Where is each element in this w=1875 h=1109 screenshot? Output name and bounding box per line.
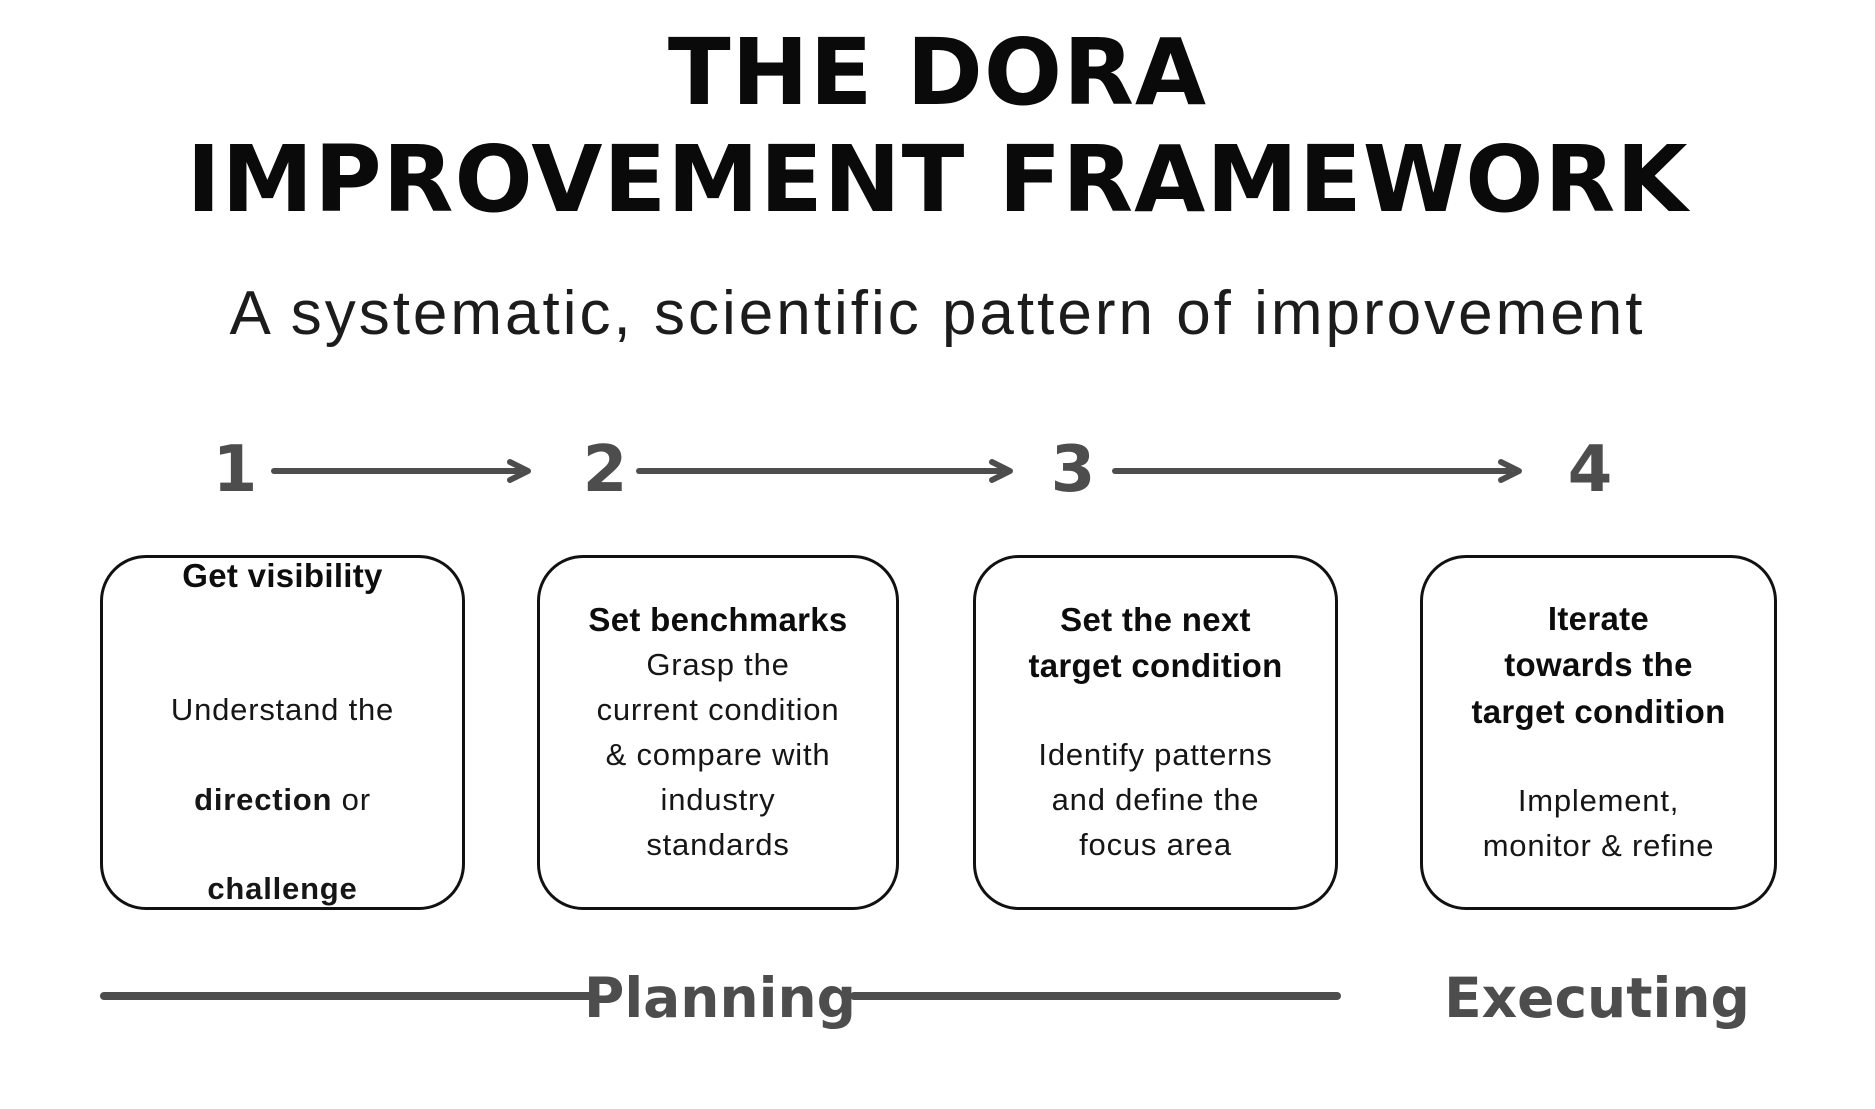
box-body: Grasp the current condition & compare wi… — [596, 647, 840, 862]
planning-phase-line-left — [100, 992, 593, 1000]
page-title-line1: THE DORA — [667, 19, 1208, 126]
step-box-iterate-towards-target: Iterate towards the target condition Imp… — [1420, 555, 1777, 910]
box-title: Get visibility — [182, 556, 383, 594]
step-box-set-next-target-condition: Set the next target condition Identify p… — [973, 555, 1338, 910]
steps-row: 1 2 3 4 — [0, 438, 1875, 510]
box-body-text: or — [332, 781, 371, 817]
arrow-right-icon — [1111, 457, 1528, 485]
step-number-2: 2 — [582, 433, 628, 507]
box-body: Identify patterns and define the focus a… — [1038, 737, 1273, 863]
phase-label-planning: Planning — [584, 966, 856, 1030]
box-body-text-bold: direction — [194, 781, 333, 817]
box-body-text-bold: challenge — [207, 871, 358, 907]
box-title: Set the next target condition — [1028, 600, 1283, 685]
step-number-4: 4 — [1567, 433, 1613, 507]
step-box-set-benchmarks: Set benchmarks Grasp the current conditi… — [537, 555, 899, 910]
page-title-line2: IMPROVEMENT FRAMEWORK — [186, 125, 1689, 233]
step-number-1: 1 — [212, 433, 258, 507]
box-body: Understand the direction or challenge — [171, 643, 394, 913]
box-title: Set benchmarks — [588, 601, 848, 639]
step-number-3: 3 — [1050, 433, 1096, 507]
box-body-text: Understand the — [170, 691, 395, 727]
page-title: THE DORA IMPROVEMENT FRAMEWORK — [0, 19, 1875, 233]
step-box-get-visibility: Get visibility Understand the direction … — [100, 555, 465, 910]
page-subtitle: A systematic, scientific pattern of impr… — [229, 279, 1646, 348]
box-title: Iterate towards the target condition — [1471, 600, 1726, 730]
arrow-right-icon — [270, 457, 537, 485]
phase-label-executing: Executing — [1444, 966, 1750, 1030]
box-body: Implement, monitor & refine — [1482, 782, 1715, 863]
arrow-right-icon — [635, 457, 1019, 485]
planning-phase-line-right — [850, 992, 1341, 1000]
